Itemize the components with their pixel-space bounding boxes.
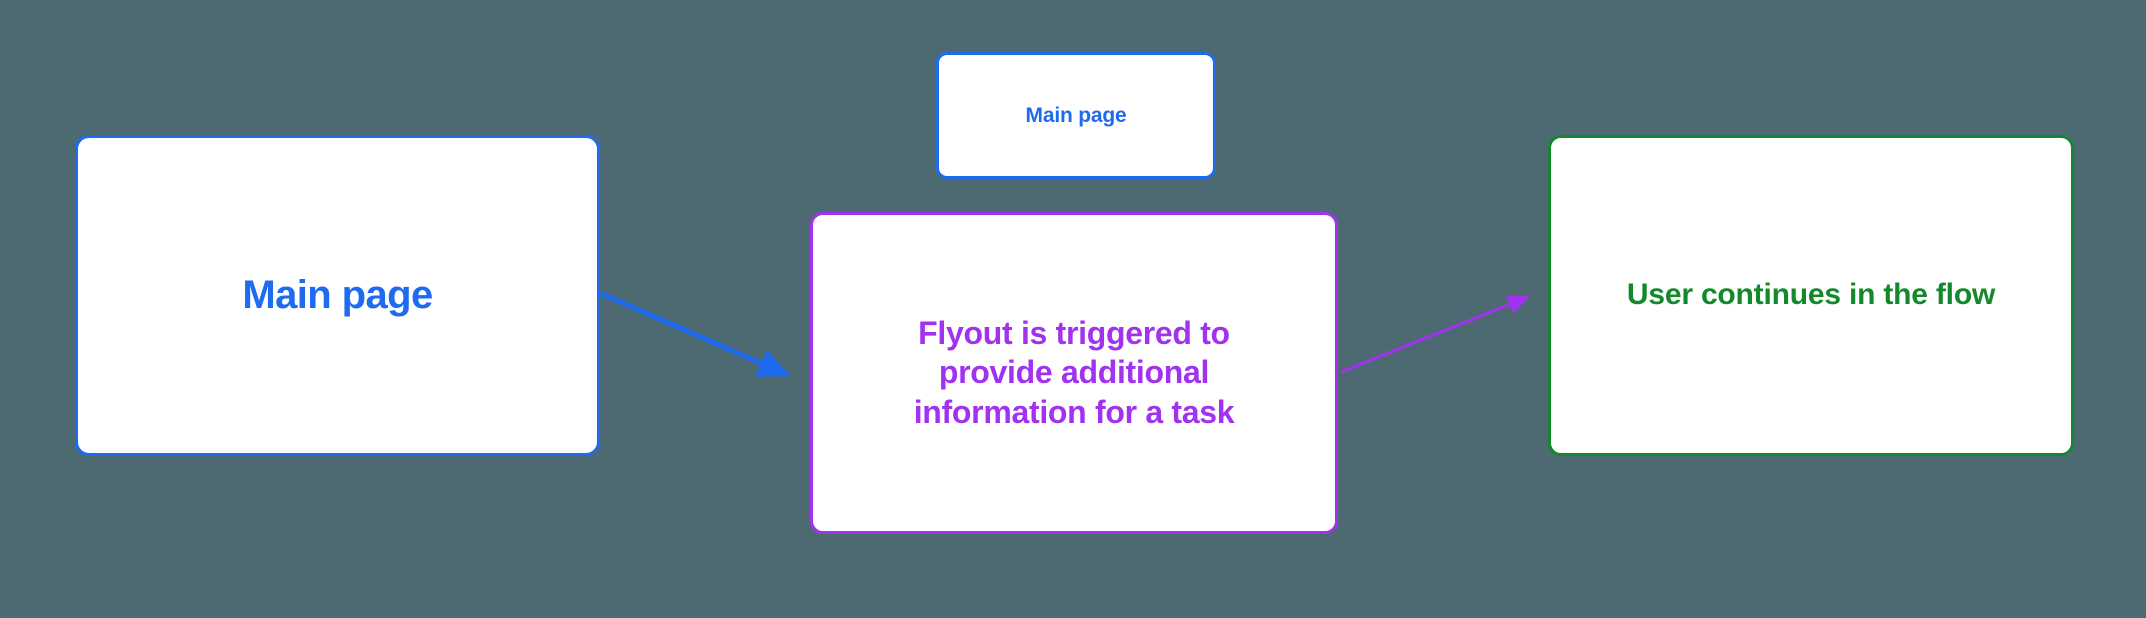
node-main-page-large[interactable]: Main page — [75, 135, 600, 456]
edge-flyout-to-user-continues — [1340, 295, 1530, 374]
node-user-continues-label: User continues in the flow — [1626, 278, 1996, 312]
node-flyout-label: Flyout is triggered to provide additiona… — [913, 315, 1235, 430]
edge-main-page-to-flyout — [599, 290, 791, 378]
node-main-page-small[interactable]: Main page — [936, 52, 1216, 179]
node-main-page-small-label: Main page — [1025, 103, 1127, 127]
node-main-page-large-label: Main page — [242, 273, 433, 318]
node-flyout[interactable]: Flyout is triggered to provide additiona… — [810, 212, 1338, 534]
node-user-continues[interactable]: User continues in the flow — [1548, 135, 2074, 456]
